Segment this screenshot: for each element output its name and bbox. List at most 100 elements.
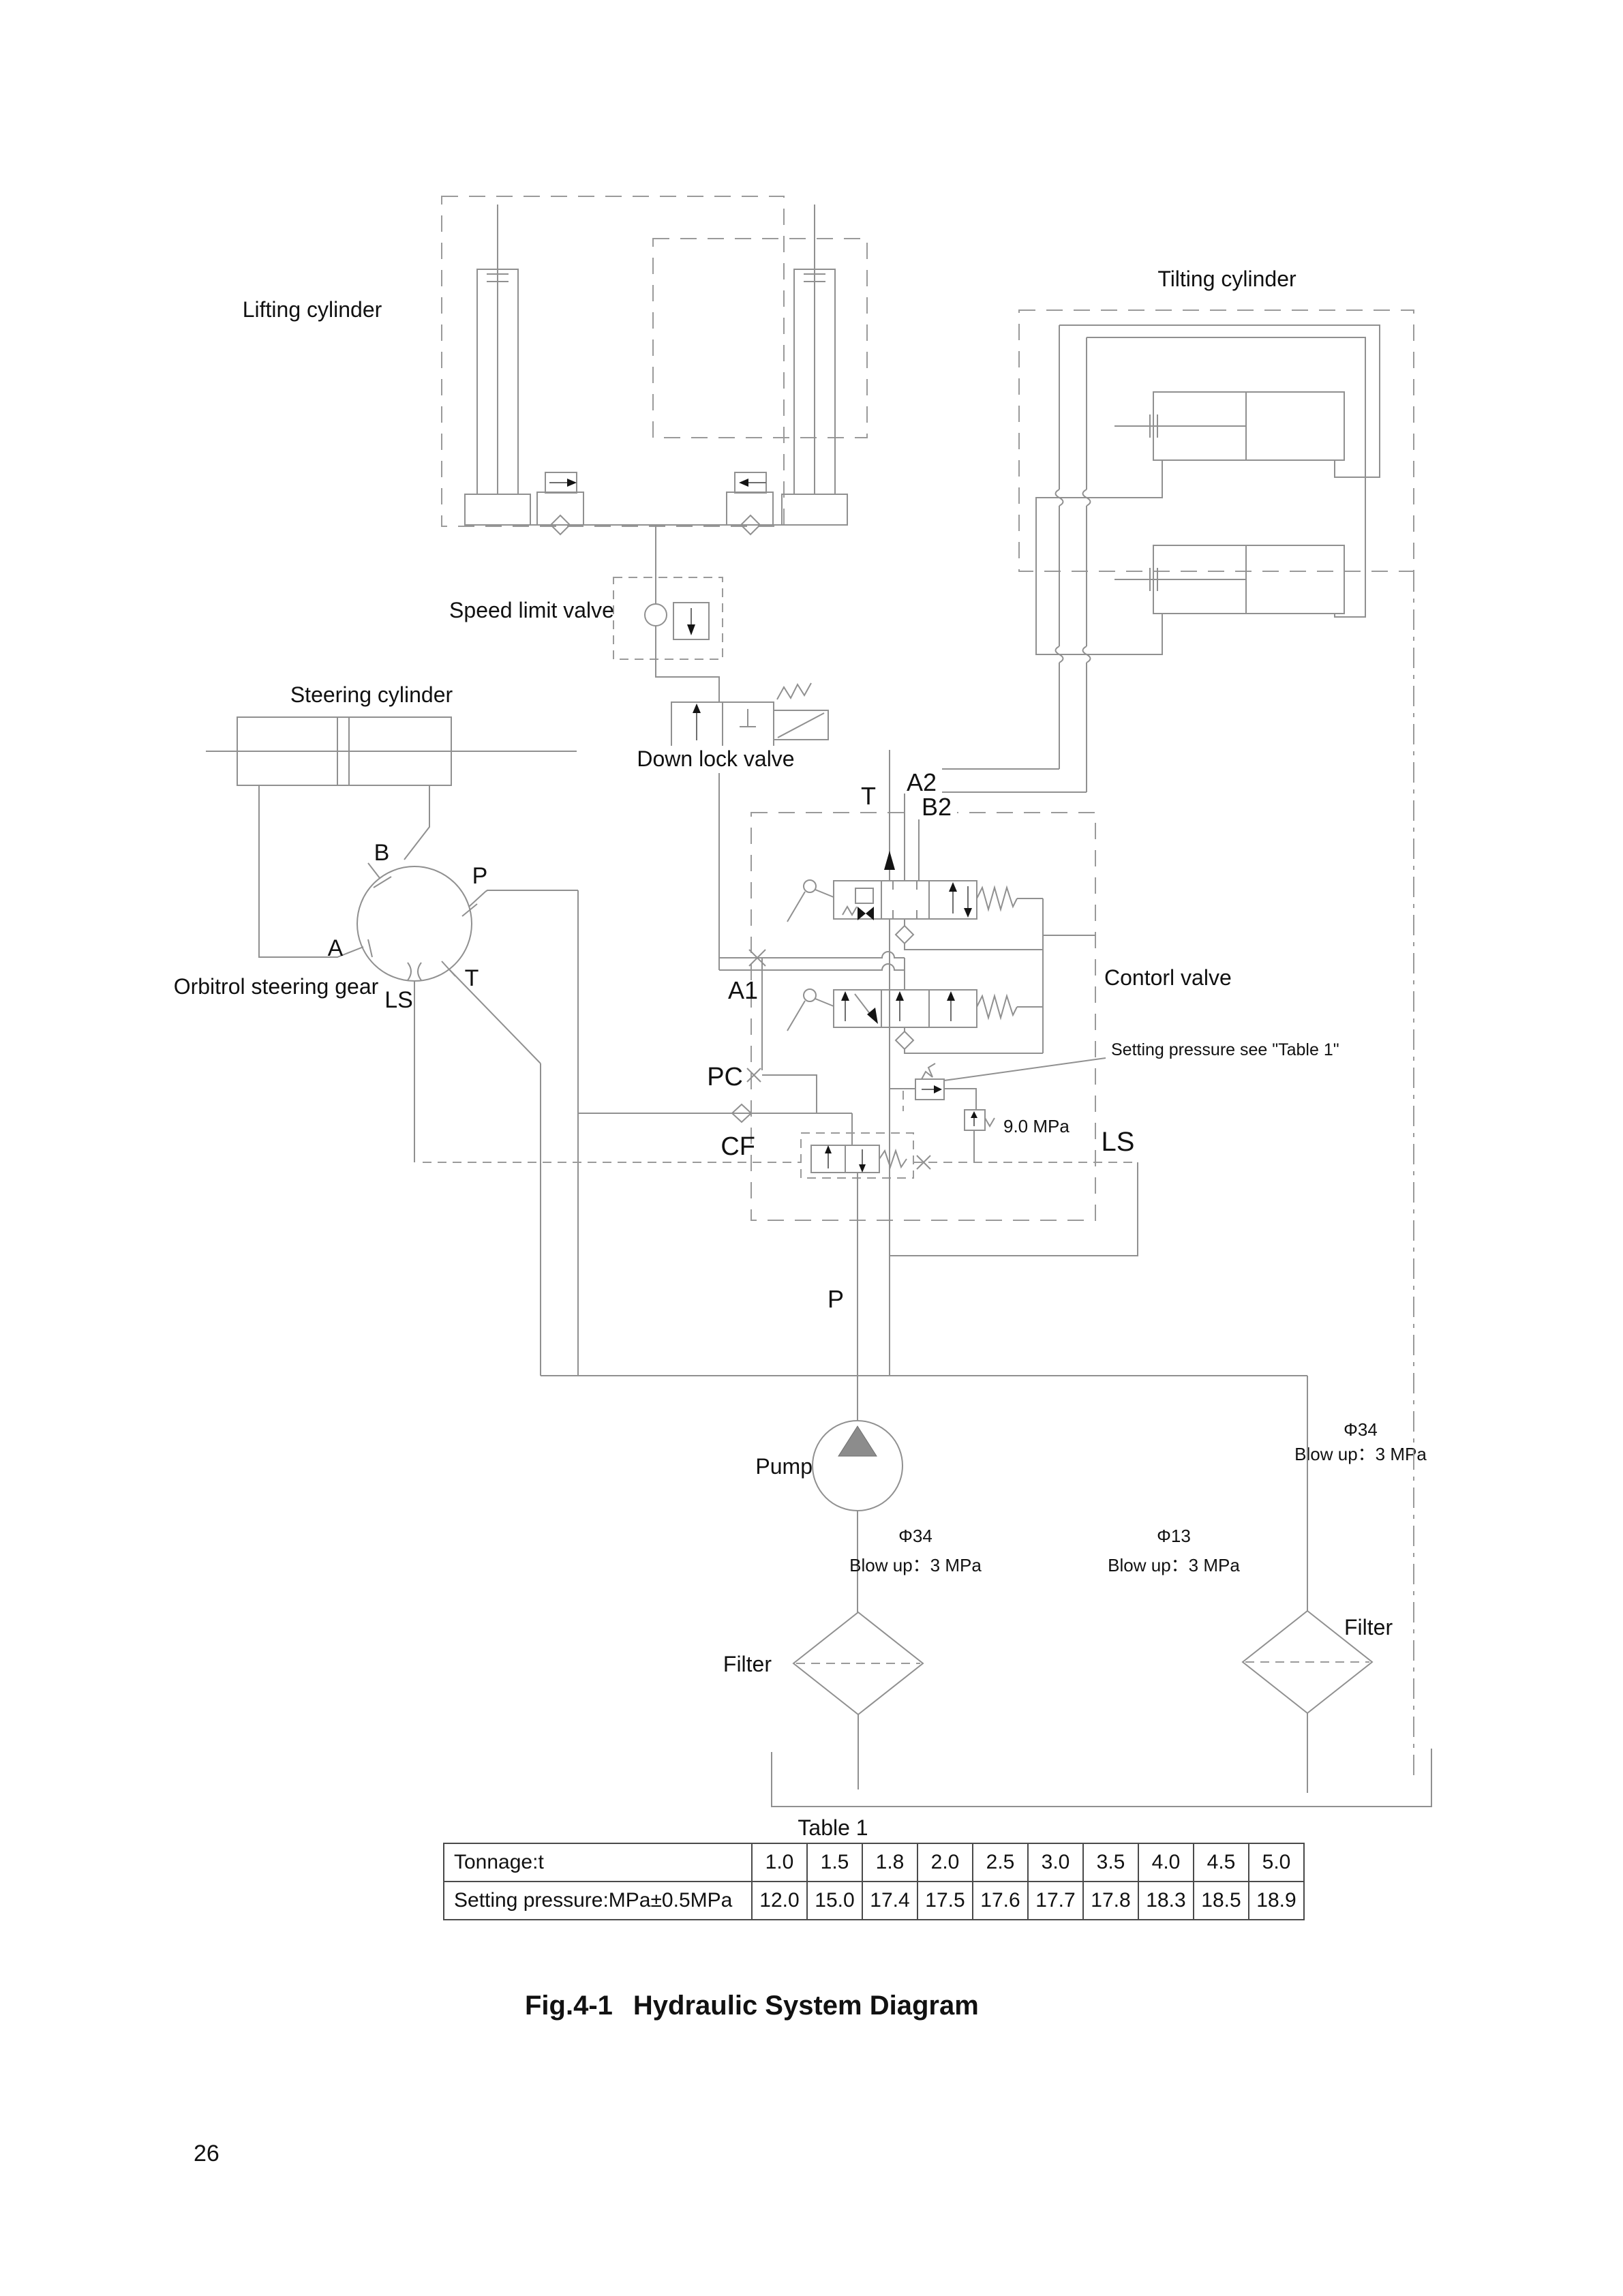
filter-right-group: Filter — [1241, 1376, 1393, 1793]
speed-limit-valve: Speed limit valve — [449, 577, 723, 702]
spring-icon — [976, 885, 1018, 912]
port-b2-label: B2 — [922, 793, 952, 821]
orbitrol-steering-gear: B P A T LS Orbitrol steering gear — [174, 840, 541, 1162]
check-valve-icon — [740, 514, 761, 536]
check-valve-icon — [894, 924, 915, 945]
control-valve-label: Contorl valve — [1104, 965, 1232, 990]
table-cell: 17.5 — [917, 1881, 973, 1920]
relief-pressure-label: 9.0 MPa — [1003, 1116, 1070, 1136]
check-ball-icon — [644, 603, 667, 626]
check-valve-block-right — [726, 492, 774, 525]
table-cell: 5.0 — [1248, 1843, 1305, 1882]
spring-icon — [921, 1063, 936, 1080]
table-cell: 15.0 — [806, 1881, 863, 1920]
priority-valve — [800, 1132, 931, 1179]
page-number: 26 — [194, 2141, 219, 2166]
table-cell: Tonnage:t — [443, 1843, 753, 1882]
table-cell: 4.0 — [1138, 1843, 1194, 1882]
filter-icon — [1241, 1610, 1374, 1715]
table-cell: 17.6 — [972, 1881, 1029, 1920]
pump-line-dia: Φ34 — [898, 1526, 932, 1546]
table-cell: 17.8 — [1082, 1881, 1139, 1920]
port-t-label: T — [465, 965, 479, 991]
down-lock-valve-label: Down lock valve — [637, 746, 794, 771]
dashed-boundary — [652, 238, 868, 438]
table-row: Tonnage:t 1.0 1.5 1.8 2.0 2.5 3.0 3.5 4.… — [443, 1843, 1305, 1882]
steering-cylinder-group: Steering cylinder — [206, 682, 577, 958]
tank-lines — [771, 571, 1432, 1807]
port-t-label: T — [861, 782, 876, 810]
filter-icon — [792, 1611, 924, 1716]
port-b-label: B — [374, 840, 390, 866]
throttle-box-icon — [673, 602, 710, 640]
table-cell: 17.4 — [862, 1881, 918, 1920]
pump-line-note: Blow up：3 MPa — [849, 1555, 982, 1575]
pump-group: P Pump — [541, 1285, 1307, 1612]
lever-icon — [803, 879, 817, 893]
table-cell: Setting pressure:MPa±0.5MPa — [443, 1881, 753, 1920]
port-a-label: A — [328, 935, 344, 961]
solenoid-icon — [773, 710, 829, 740]
spring-icon — [984, 1117, 995, 1128]
spring-icon — [879, 1148, 907, 1170]
spring-icon — [776, 682, 812, 700]
control-valve: Contorl valve T A2 B2 — [578, 750, 1339, 1376]
lifting-cylinder-label: Lifting cylinder — [243, 297, 382, 322]
orifice-annotations: Φ34 Blow up：3 MPa Φ13 Blow up：3 MPa Φ34 … — [849, 1419, 1427, 1575]
orbitrol-label: Orbitrol steering gear — [174, 974, 379, 999]
load-check-icon — [858, 907, 874, 920]
filter-left-group: Filter — [723, 1611, 924, 1789]
check-valve-icon — [894, 1030, 915, 1051]
port-a1-label: A1 — [728, 976, 758, 1004]
lift-spool — [787, 988, 1043, 1031]
lifting-cylinder-group: Lifting cylinder — [243, 196, 868, 577]
lever-icon — [803, 988, 817, 1002]
port-a2-label: A2 — [907, 768, 937, 796]
port-p-label: P — [828, 1285, 844, 1313]
figure-caption: Fig.4-1 Hydraulic System Diagram — [525, 1991, 979, 2021]
table-cell: 18.5 — [1193, 1881, 1249, 1920]
table-cell: 2.5 — [972, 1843, 1029, 1882]
table-cell: 3.0 — [1027, 1843, 1084, 1882]
port-cf-label: CF — [721, 1132, 755, 1161]
speed-limit-valve-label: Speed limit valve — [449, 598, 614, 622]
check-valve-icon — [731, 1103, 753, 1123]
filter-left-label: Filter — [723, 1652, 772, 1676]
pump-label: Pump — [755, 1454, 813, 1479]
right-line-dia: Φ34 — [1344, 1419, 1378, 1440]
port-pc-label: PC — [707, 1063, 743, 1091]
down-lock-valve: Down lock valve — [637, 682, 829, 970]
table-title: Table 1 — [798, 1815, 868, 1840]
dashed-boundary — [441, 196, 785, 527]
figure-number: Fig.4-1 — [525, 1991, 613, 2021]
right-line-note: Blow up：3 MPa — [1294, 1444, 1427, 1464]
filter-right-label: Filter — [1344, 1615, 1393, 1640]
setting-pressure-note: Setting pressure see "Table 1" — [1111, 1040, 1339, 1059]
table-cell: 17.7 — [1027, 1881, 1084, 1920]
port-ls-label: LS — [384, 987, 413, 1013]
dashed-boundary — [750, 812, 1096, 1221]
figure-title: Hydraulic System Diagram — [633, 1991, 979, 2021]
table-cell: 18.3 — [1138, 1881, 1194, 1920]
table-cell: 2.0 — [917, 1843, 973, 1882]
check-valve-icon — [549, 514, 571, 536]
setting-pressure-table: Tonnage:t 1.0 1.5 1.8 2.0 2.5 3.0 3.5 4.… — [443, 1843, 1305, 1920]
dashed-boundary — [1018, 309, 1414, 572]
port-ls-label: LS — [1102, 1127, 1135, 1157]
return-line-dia: Φ13 — [1157, 1526, 1191, 1546]
steering-cylinder-label: Steering cylinder — [290, 682, 453, 707]
tilting-cylinder-label: Tilting cylinder — [1157, 267, 1296, 291]
p-line — [485, 890, 578, 892]
main-relief-valve — [890, 1057, 1106, 1111]
table-row: Setting pressure:MPa±0.5MPa 12.0 15.0 17… — [443, 1881, 1305, 1920]
check-valve-block-left — [536, 492, 584, 525]
ls-throttle-icon — [407, 962, 412, 981]
tilting-cylinder-group: Tilting cylinder — [1018, 267, 1414, 792]
relief-9mpa — [964, 1109, 995, 1162]
return-line-note: Blow up：3 MPa — [1108, 1555, 1240, 1575]
port-p-label: P — [472, 863, 488, 889]
spring-icon — [976, 993, 1018, 1021]
table-cell: 4.5 — [1193, 1843, 1249, 1882]
